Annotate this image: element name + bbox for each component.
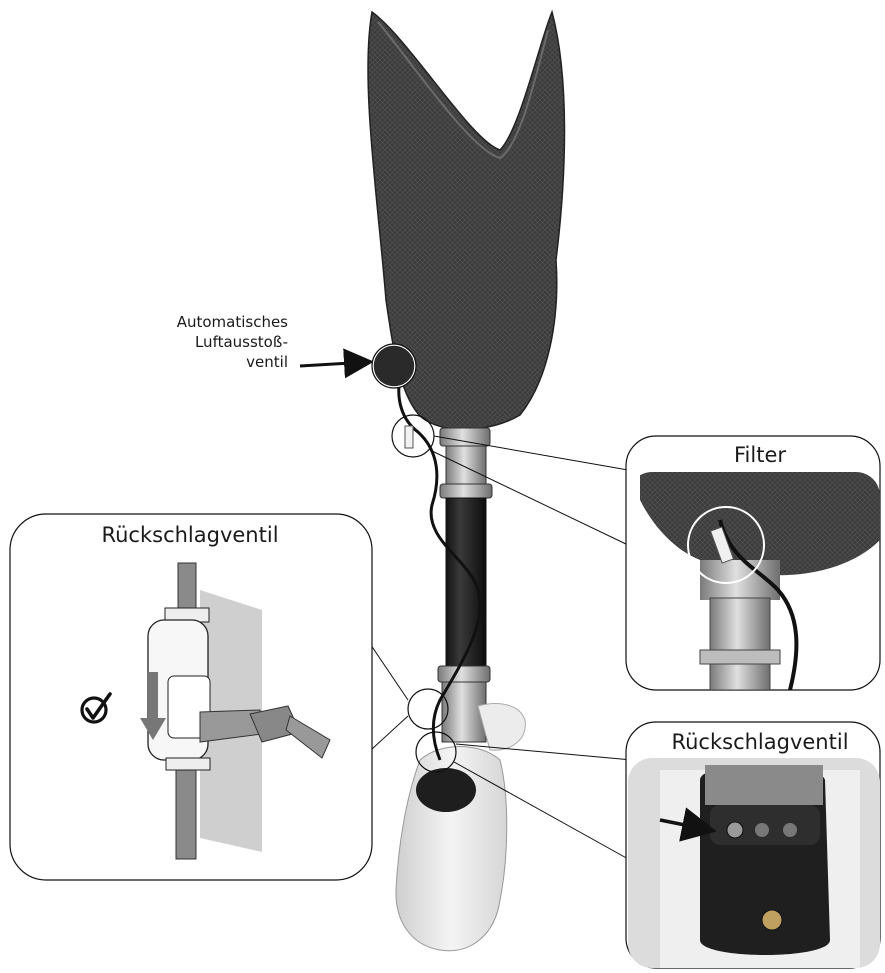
check-valve-callout-right bbox=[626, 722, 880, 968]
auto-valve-label-line-2: Luftausstoß- bbox=[120, 332, 288, 352]
filter-title: Filter bbox=[700, 443, 820, 467]
auto-valve-callout bbox=[300, 344, 416, 388]
prosthesis-main bbox=[368, 12, 565, 951]
pylon bbox=[446, 498, 486, 668]
auto-valve-label-line-1: Automatisches bbox=[120, 312, 288, 332]
socket-adapter bbox=[440, 428, 490, 446]
auto-valve-label-line-3: ventil bbox=[120, 352, 288, 372]
auto-valve-label: Automatisches Luftausstoß- ventil bbox=[120, 312, 288, 372]
auto-valve-marker bbox=[373, 345, 415, 387]
check-valve-callout-left bbox=[10, 514, 372, 880]
check-valve-title-right: Rückschlagventil bbox=[640, 730, 880, 754]
filter-leader bbox=[392, 415, 628, 545]
check-valve-title-left: Rückschlagventil bbox=[30, 523, 350, 547]
filter-callout bbox=[626, 436, 880, 690]
